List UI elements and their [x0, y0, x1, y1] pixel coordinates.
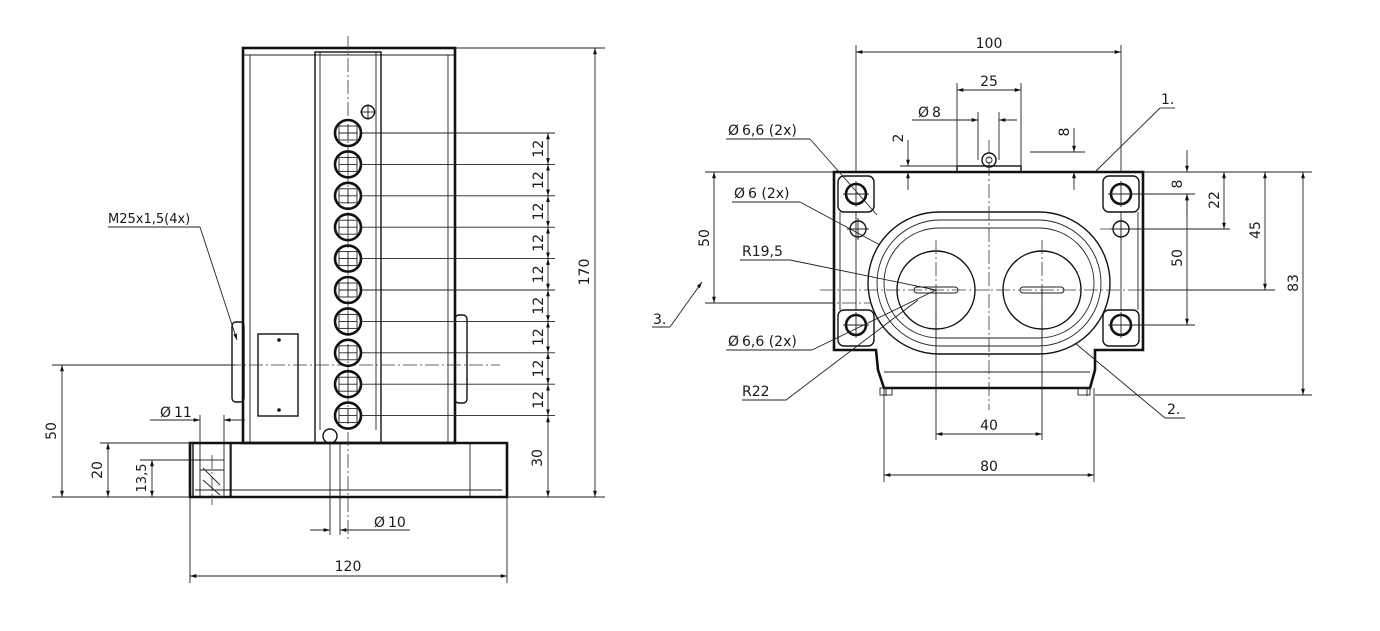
cable-gland-left	[231, 321, 245, 403]
dim-dia-10: 10	[388, 515, 406, 531]
dia-symbol-10: Ø	[374, 515, 385, 531]
dim-50-right: 50	[1170, 249, 1186, 267]
callout-3: 3.	[653, 312, 666, 328]
dim-170: 170	[577, 259, 593, 286]
dim-80: 80	[980, 459, 998, 475]
dim-pitch-12: 12	[531, 265, 547, 283]
dim-8-right: 8	[1170, 180, 1186, 189]
dia-symbol-8: Ø	[918, 105, 929, 121]
cable-gland-right	[454, 314, 468, 404]
thread-label: M25x1,5(4x)	[108, 212, 190, 227]
dim-13-5: 13,5	[135, 464, 150, 493]
pitch-extension-lines	[361, 132, 555, 417]
dia-symbol-6: Ø	[734, 186, 745, 202]
dim-25: 25	[980, 74, 998, 90]
top-view: 100 25 Ø 8 2 8 Ø 6,6 (2x) Ø 6 (2x)	[652, 36, 1312, 482]
dim-120: 120	[335, 559, 362, 575]
pitch-dimensions: 12 12 12 12 12 12 12 12 12	[531, 133, 550, 416]
dim-pitch-12: 12	[531, 328, 547, 346]
dim-45: 45	[1248, 221, 1264, 239]
dim-dia-8: 8	[932, 105, 941, 121]
dim-20: 20	[90, 461, 106, 479]
dim-pitch-12: 12	[531, 391, 547, 409]
base-plate	[188, 441, 509, 499]
callout-1: 1.	[1161, 92, 1174, 108]
dim-pitch-12: 12	[531, 171, 547, 189]
dim-30: 30	[530, 449, 546, 467]
dim-r19-5: R19,5	[742, 244, 783, 260]
dim-40: 40	[980, 418, 998, 434]
label-plate	[257, 333, 299, 417]
dim-hole-6: 6 (2x)	[748, 186, 789, 202]
dim-pitch-12: 12	[531, 234, 547, 252]
dim-pitch-12: 12	[531, 297, 547, 315]
dim-50-left: 50	[697, 229, 713, 247]
dia-symbol-66-top: Ø	[728, 123, 739, 139]
dia-symbol-66-bottom: Ø	[728, 334, 739, 350]
dia-symbol-11: Ø	[160, 405, 171, 421]
dim-83: 83	[1286, 274, 1302, 292]
dim-pitch-12: 12	[531, 360, 547, 378]
dim-22: 22	[1207, 191, 1223, 209]
dim-50-side: 50	[44, 422, 60, 440]
dim-hole-66-bottom: 6,6 (2x)	[742, 334, 797, 350]
dim-dia-11: 11	[174, 405, 192, 421]
side-view: 12 12 12 12 12 12 12 12 12 30 170 50 20 13,5 Ø 1…	[44, 36, 605, 583]
fix-hole-bottom	[322, 428, 338, 444]
callout-2: 2.	[1167, 402, 1180, 418]
dim-100: 100	[976, 36, 1003, 52]
dim-pitch-12: 12	[531, 203, 547, 221]
mounting-holes	[843, 181, 1134, 338]
dim-r22: R22	[742, 384, 770, 400]
dim-2: 2	[891, 134, 907, 143]
dim-pitch-12: 12	[531, 140, 547, 158]
dim-hole-66-top: 6,6 (2x)	[742, 123, 797, 139]
dim-8-top: 8	[1057, 128, 1073, 137]
top-housing-outline	[832, 170, 1145, 390]
